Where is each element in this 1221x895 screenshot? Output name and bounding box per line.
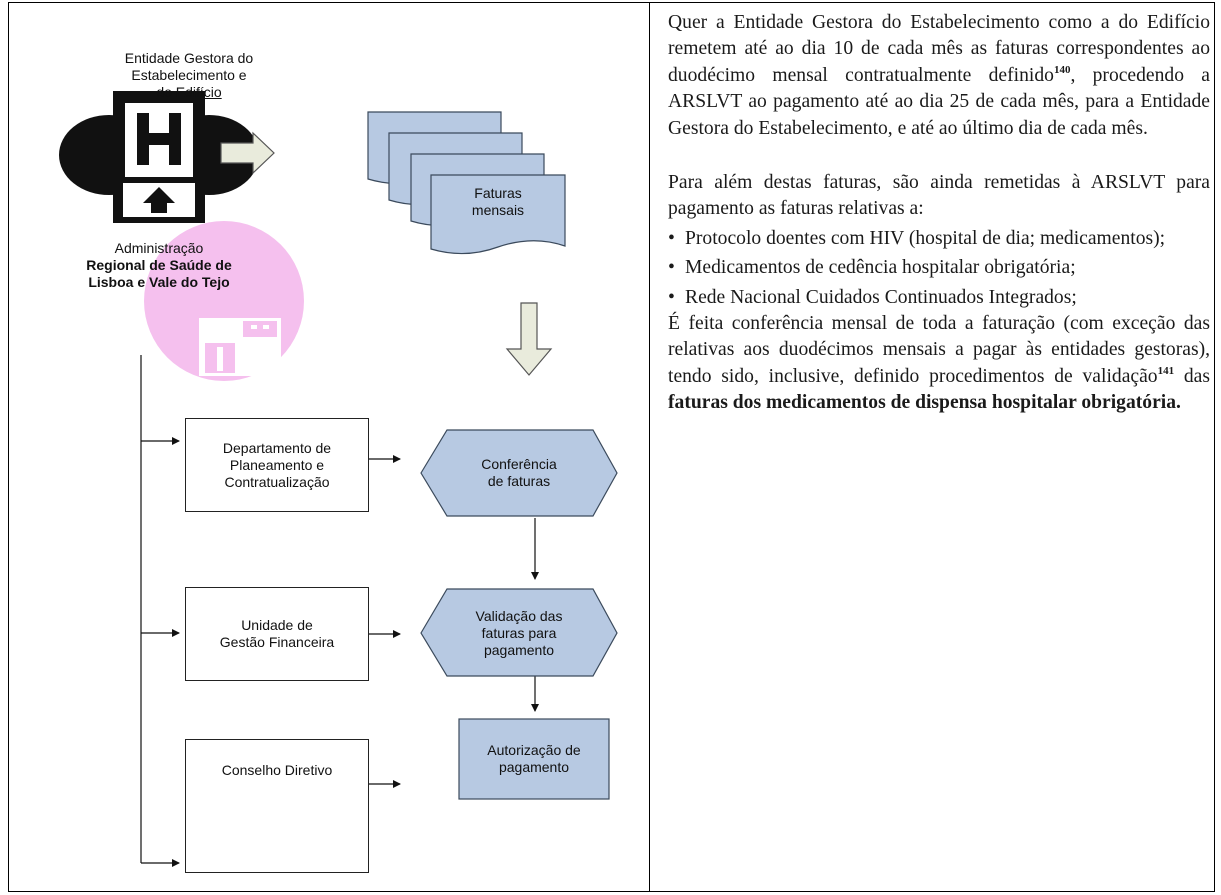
paragraph-2: Para além destas faturas, são ainda reme… xyxy=(668,172,1210,220)
bullet-icon: • xyxy=(668,286,675,308)
step-hexagon-1 xyxy=(420,429,618,517)
invoice-stack-icon xyxy=(367,111,566,255)
process-diagram: Entidade Gestora do Estabelecimento e do… xyxy=(9,3,649,891)
top-org-line: do Edifício xyxy=(156,84,222,100)
down-block-arrow xyxy=(505,302,553,376)
hospital-icon xyxy=(59,91,259,223)
footnote-ref-140[interactable]: 140 xyxy=(1053,63,1071,76)
ars-logo xyxy=(144,221,304,381)
admin-org-line: Administração xyxy=(114,240,204,256)
bullet-icon: • xyxy=(668,257,675,279)
step-hexagon-2 xyxy=(420,588,618,677)
paragraph-1: Quer a Entidade Gestora do Estabelecimen… xyxy=(668,12,1211,139)
dept-box-planning: Departamento de Planeamento e Contratual… xyxy=(185,418,369,512)
top-org-label: Entidade Gestora do Estabelecimento e do… xyxy=(79,50,299,101)
paragraph-3: É feita conferência mensal de toda a fat… xyxy=(668,313,1210,414)
dept-box-board: Conselho Diretivo xyxy=(185,739,369,873)
footnote-ref-141[interactable]: 141 xyxy=(1157,364,1175,377)
dept-box-finance: Unidade de Gestão Financeira xyxy=(185,587,369,681)
admin-org-line: Regional de Saúde de xyxy=(86,257,232,273)
admin-org-line: Lisboa e Vale do Tejo xyxy=(88,274,230,290)
table-frame xyxy=(8,2,1215,892)
list-item: •Protocolo doentes com HIV (hospital de … xyxy=(668,226,1210,252)
admin-org-label: Administração Regional de Saúde de Lisbo… xyxy=(39,240,279,291)
right-block-arrow xyxy=(220,131,275,175)
top-org-line: Entidade Gestora do xyxy=(124,50,254,66)
step-label-conference: Conferência de faturas xyxy=(481,456,557,489)
diagram-graphics xyxy=(59,91,618,867)
step-label-validation: Validação das faturas para pagamento xyxy=(475,607,563,658)
list-item: •Medicamentos de cedência hospitalar obr… xyxy=(668,255,1210,281)
step-label-authorization: Autorização de pagamento xyxy=(487,742,581,775)
text-column: Quer a Entidade Gestora do Estabelecimen… xyxy=(668,10,1210,417)
top-org-line: Estabelecimento e xyxy=(131,67,247,83)
bullet-list: •Protocolo doentes com HIV (hospital de … xyxy=(668,226,1210,311)
list-item: •Rede Nacional Cuidados Continuados Inte… xyxy=(668,285,1210,311)
bullet-icon: • xyxy=(668,227,675,249)
step-rect-3 xyxy=(458,718,610,800)
invoices-label: Faturas mensais xyxy=(471,185,525,218)
column-divider xyxy=(649,2,650,892)
